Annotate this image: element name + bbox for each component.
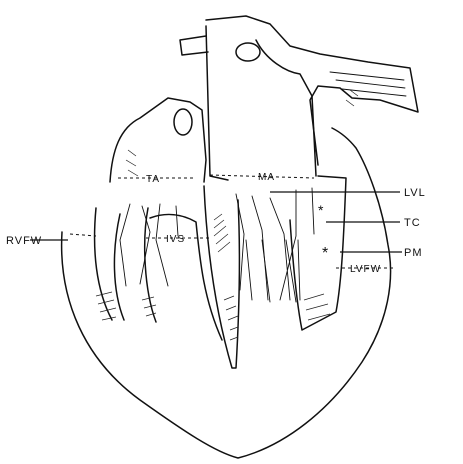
aorta bbox=[206, 16, 418, 165]
label-ma: MA bbox=[258, 172, 275, 183]
label-rvfw: RVFW bbox=[6, 235, 42, 247]
label-lvl: LVL bbox=[404, 187, 426, 199]
label-tc: TC bbox=[404, 217, 421, 229]
label-ivs: IVS bbox=[166, 234, 185, 245]
label-ta: TA bbox=[146, 174, 160, 185]
tricuspid-leaflets bbox=[120, 204, 178, 286]
interventricular-septum bbox=[204, 186, 239, 368]
pulmonary-vein-opening bbox=[236, 43, 260, 61]
right-atrium-wall bbox=[110, 98, 206, 182]
pm-marker: * bbox=[322, 245, 328, 262]
right-ventricle-inner bbox=[95, 208, 156, 322]
label-lvfw: LVFW bbox=[350, 264, 381, 275]
tc-marker: * bbox=[318, 202, 324, 218]
coronary-sinus-opening bbox=[174, 109, 192, 135]
mitral-leaflets bbox=[236, 188, 314, 300]
right-ventricle-cavity bbox=[150, 215, 222, 340]
rvfw-dimension bbox=[70, 234, 96, 236]
label-pm: PM bbox=[404, 247, 423, 259]
pulmonary-stub bbox=[180, 36, 208, 55]
